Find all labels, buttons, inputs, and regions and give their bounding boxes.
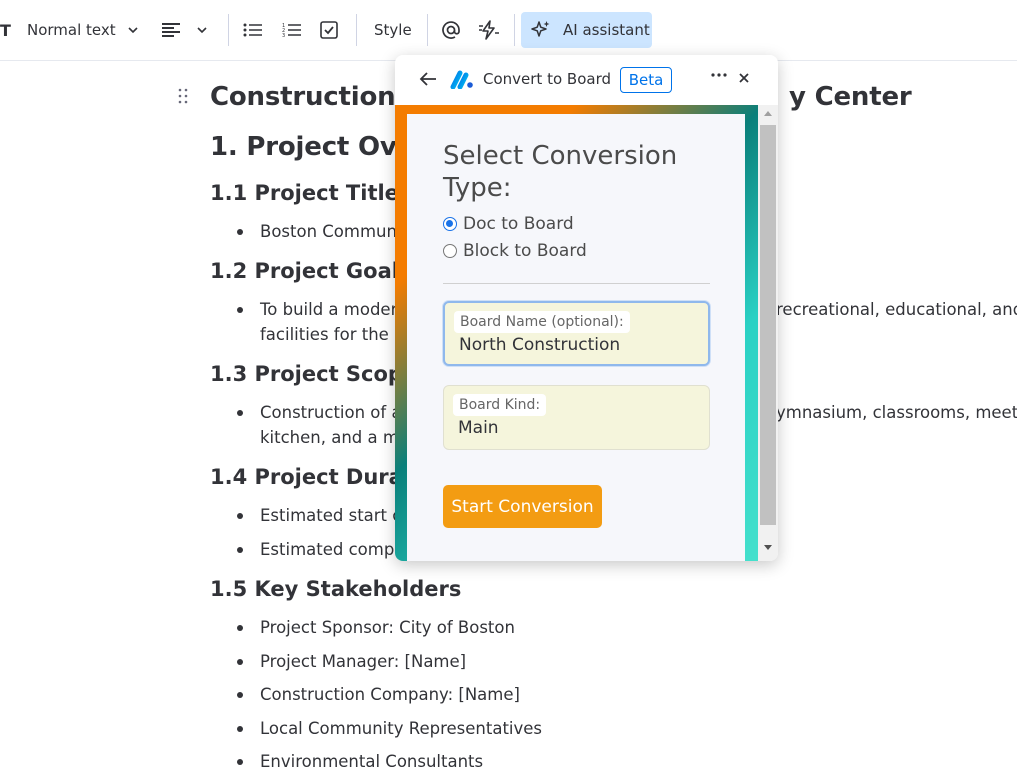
align-left-icon[interactable] xyxy=(161,12,181,48)
sparkle-icon xyxy=(531,20,551,40)
svg-text:2: 2 xyxy=(282,28,285,34)
scroll-up-arrow-icon[interactable] xyxy=(764,110,772,116)
scroll-down-arrow-icon[interactable] xyxy=(764,545,772,551)
board-kind-label: Board Kind: xyxy=(453,394,547,416)
list-item[interactable]: To build a moder xyxy=(236,297,397,322)
subsection-heading[interactable]: 1.2 Project Goals xyxy=(210,259,412,283)
close-icon[interactable] xyxy=(738,72,750,84)
ai-assistant-button[interactable]: AI assistant xyxy=(521,12,652,48)
ai-assistant-label: AI assistant xyxy=(563,21,650,39)
embedded-app-frame: Select Conversion Type: Doc to Board Blo… xyxy=(395,105,758,561)
text-style-dropdown[interactable]: Normal text xyxy=(27,21,116,39)
toolbar-divider xyxy=(427,14,428,46)
conversion-form: Select Conversion Type: Doc to Board Blo… xyxy=(407,114,745,561)
chevron-down-icon[interactable] xyxy=(196,12,208,48)
list-item[interactable]: Local Community Representatives xyxy=(236,716,542,741)
subsection-heading[interactable]: 1.1 Project Title xyxy=(210,181,399,205)
board-kind-value[interactable]: Main xyxy=(458,418,499,438)
toolbar-divider xyxy=(228,14,229,46)
start-conversion-button[interactable]: Start Conversion xyxy=(443,485,602,528)
numbered-list-icon[interactable]: 1 2 3 xyxy=(282,12,302,48)
editor-toolbar: T Normal text 1 2 3 Style xyxy=(0,0,1017,61)
option-block-to-board[interactable]: Block to Board xyxy=(443,241,587,261)
beta-badge: Beta xyxy=(620,67,672,93)
toolbar-divider xyxy=(356,14,357,46)
mention-icon[interactable] xyxy=(441,12,461,48)
list-item[interactable]: Construction Company: [Name] xyxy=(237,682,520,707)
text-type-icon[interactable]: T xyxy=(0,20,11,40)
drag-handle-icon[interactable] xyxy=(177,88,189,104)
list-item[interactable]: Construction of a xyxy=(237,400,402,425)
convert-to-board-panel: Convert to Board Beta Select Conversion … xyxy=(395,55,778,561)
option-label: Doc to Board xyxy=(463,214,574,234)
style-button[interactable]: Style xyxy=(374,21,412,39)
radio-button[interactable] xyxy=(443,244,457,258)
radio-button-selected[interactable] xyxy=(443,217,457,231)
toolbar-divider xyxy=(514,14,515,46)
checklist-icon[interactable] xyxy=(320,12,338,48)
more-options-icon[interactable] xyxy=(711,73,727,77)
option-label: Block to Board xyxy=(463,241,587,261)
list-item[interactable]: Estimated compl xyxy=(237,537,399,562)
list-item-tail[interactable]: recreational, educational, and xyxy=(776,300,1017,319)
panel-header: Convert to Board Beta xyxy=(395,55,778,105)
automation-icon[interactable] xyxy=(478,12,500,48)
list-item[interactable]: Estimated start c xyxy=(236,503,401,528)
list-item[interactable]: Environmental Consultants xyxy=(236,749,483,774)
list-item-continued[interactable]: facilities for the lo xyxy=(260,325,409,344)
chevron-down-icon[interactable] xyxy=(127,12,139,48)
list-item[interactable]: Boston Commun xyxy=(237,219,397,244)
board-name-field[interactable]: Board Name (optional): North Constructio… xyxy=(443,301,710,366)
back-arrow-icon[interactable] xyxy=(419,71,437,87)
board-name-label: Board Name (optional): xyxy=(454,311,630,333)
document-body: Construction P y Center 1. Project Overv… xyxy=(0,61,1017,778)
conversion-type-heading: Select Conversion Type: xyxy=(443,141,678,203)
monday-logo-icon xyxy=(450,69,474,89)
panel-title: Convert to Board xyxy=(483,70,611,88)
svg-text:1: 1 xyxy=(282,23,285,29)
option-doc-to-board[interactable]: Doc to Board xyxy=(443,214,574,234)
list-item[interactable]: Project Manager: [Name] xyxy=(236,649,466,674)
bulleted-list-icon[interactable] xyxy=(243,12,263,48)
scrollbar-thumb[interactable] xyxy=(760,125,776,525)
list-item-tail[interactable]: ymnasium, classrooms, meetin xyxy=(776,403,1017,422)
list-item-continued[interactable]: kitchen, and a mu xyxy=(260,428,410,447)
document-title-tail[interactable]: y Center xyxy=(789,82,912,112)
form-divider xyxy=(443,283,710,284)
board-name-value[interactable]: North Construction xyxy=(459,335,621,355)
board-kind-field[interactable]: Board Kind: Main xyxy=(443,385,710,450)
svg-text:3: 3 xyxy=(282,33,285,38)
list-item[interactable]: Project Sponsor: City of Boston xyxy=(237,615,515,640)
subsection-heading[interactable]: 1.5 Key Stakeholders xyxy=(210,577,462,601)
subsection-heading[interactable]: 1.3 Project Scope xyxy=(210,362,418,386)
document-title[interactable]: Construction P xyxy=(210,82,424,112)
panel-scrollbar[interactable] xyxy=(758,105,778,561)
